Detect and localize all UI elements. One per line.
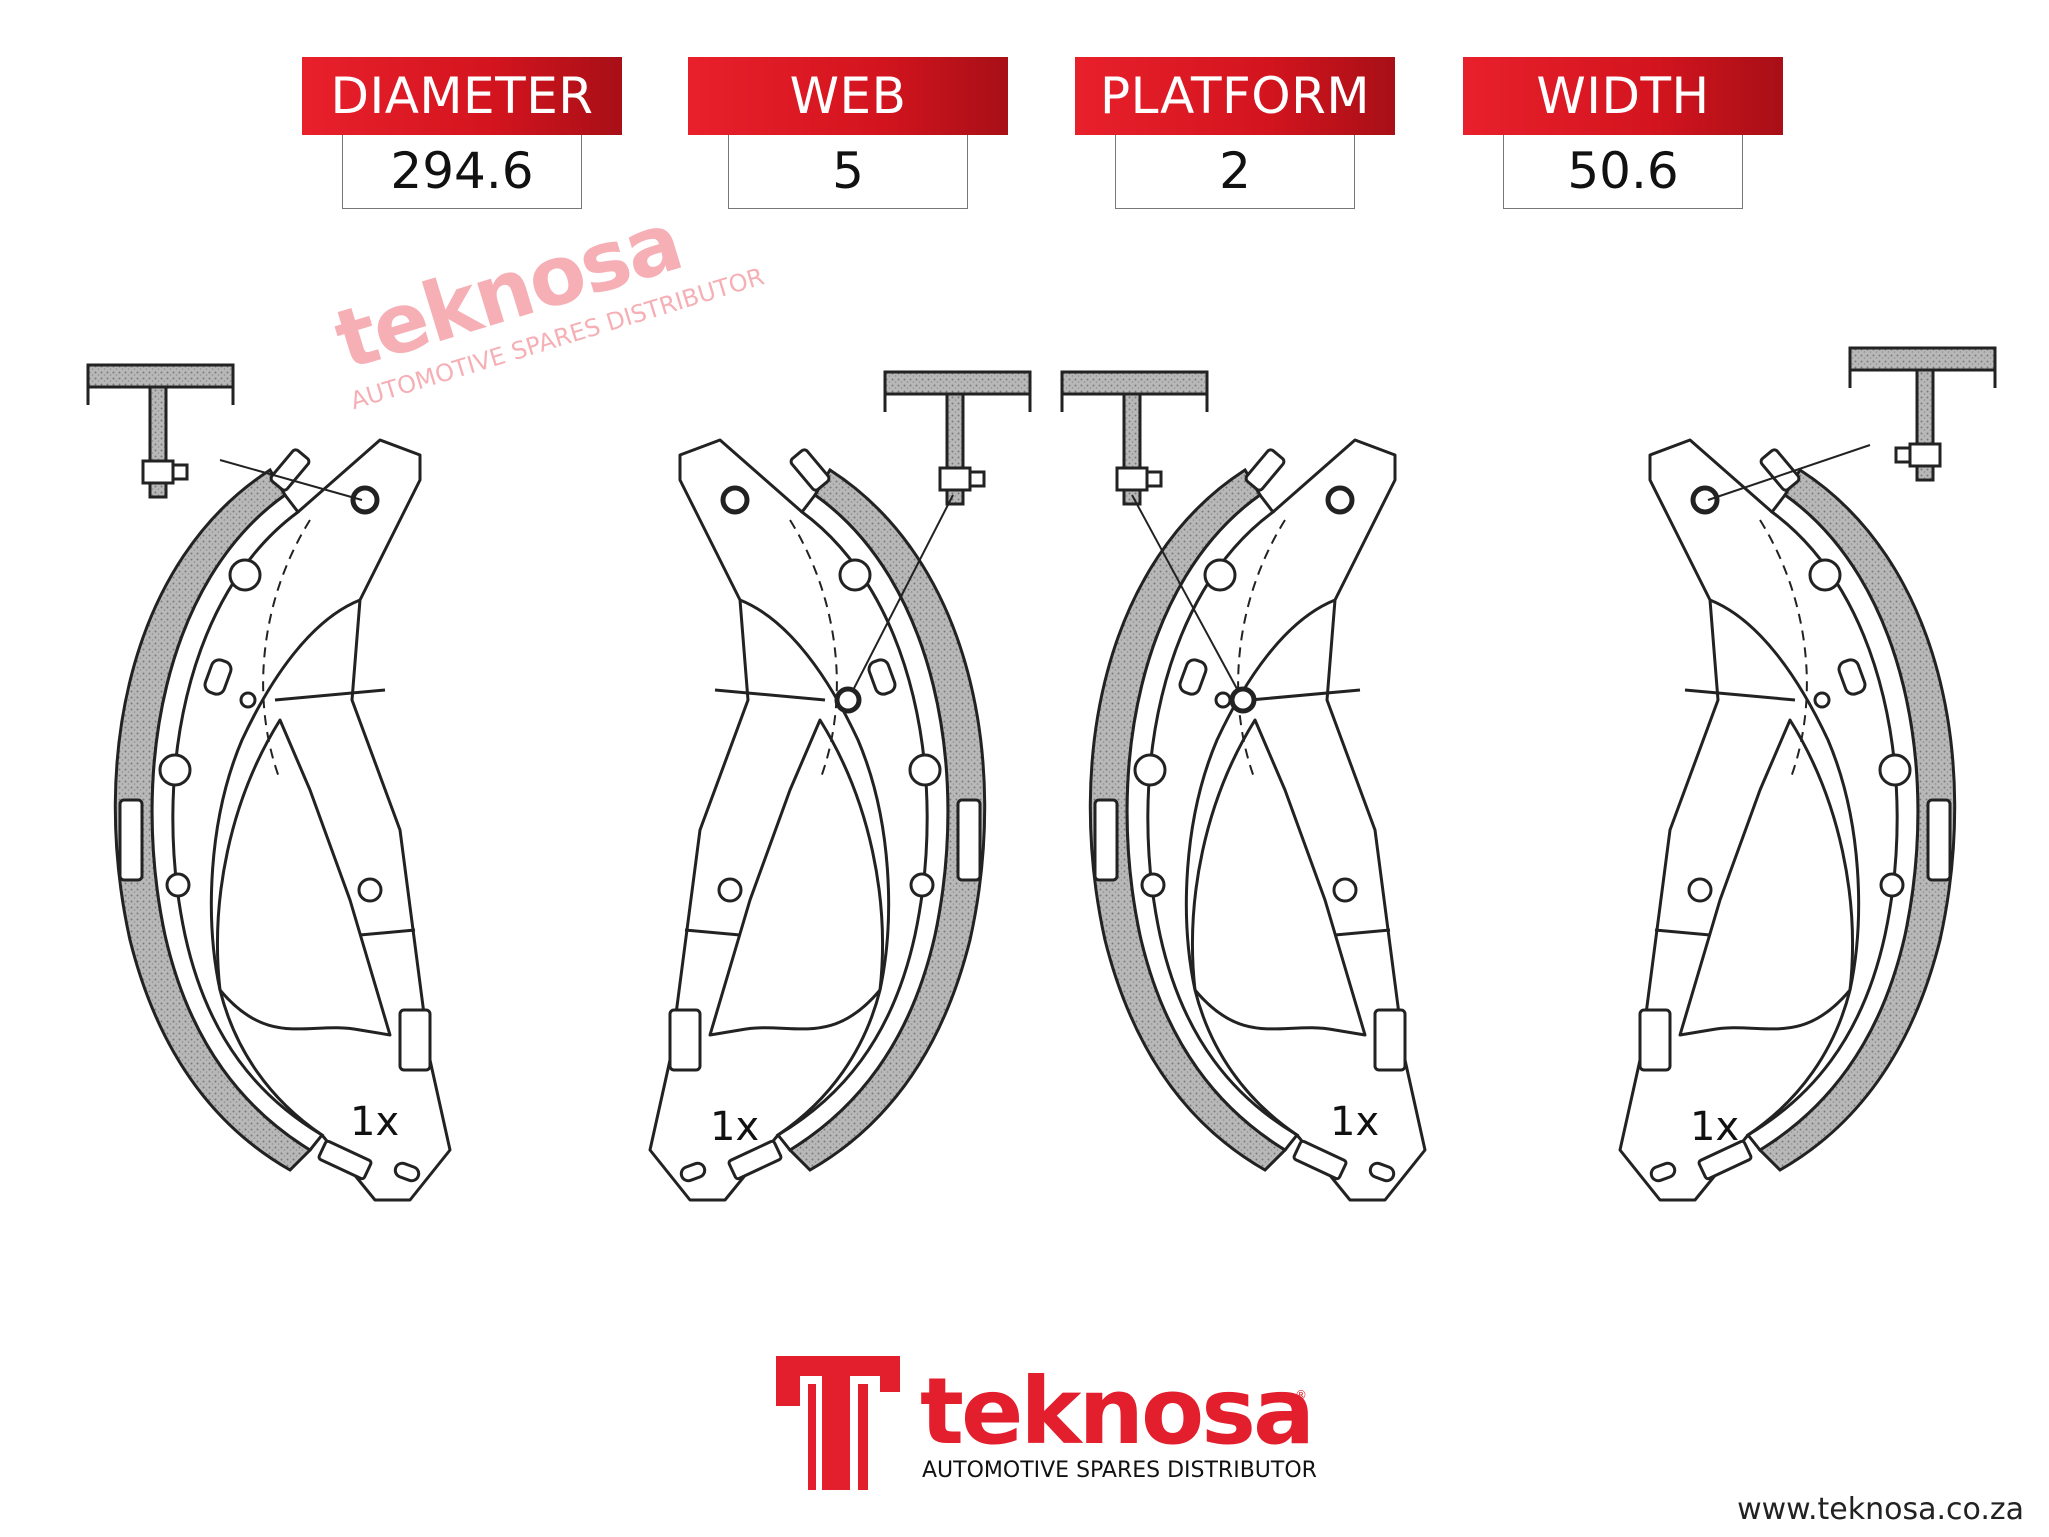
spec-web: WEB 5 xyxy=(688,57,1008,209)
hold-down-pin-2 xyxy=(883,370,1032,506)
hold-down-pin-1 xyxy=(86,363,235,499)
brake-shoe-4 xyxy=(1620,440,1955,1200)
spec-width: WIDTH 50.6 xyxy=(1463,57,1783,209)
brand-name: teknosa xyxy=(920,1358,1315,1465)
spec-label: PLATFORM xyxy=(1075,57,1395,135)
brake-shoe-1 xyxy=(115,440,450,1200)
spec-label: WIDTH xyxy=(1463,57,1783,135)
brake-shoe-3 xyxy=(1090,440,1425,1200)
hold-down-pin-3 xyxy=(1060,370,1209,506)
brand-logo: teknosa ® AUTOMOTIVE SPARES DISTRIBUTOR xyxy=(770,1340,1317,1490)
shoe-quantity-4: 1x xyxy=(1690,1104,1739,1150)
registered-mark: ® xyxy=(1295,1388,1307,1402)
spec-label: WEB xyxy=(688,57,1008,135)
shoe-quantity-1: 1x xyxy=(350,1099,399,1145)
brake-shoe-2 xyxy=(650,440,985,1200)
spec-value: 2 xyxy=(1115,135,1355,209)
brand-logo-icon xyxy=(776,1356,900,1490)
brand-tagline: AUTOMOTIVE SPARES DISTRIBUTOR xyxy=(922,1458,1317,1483)
website-url[interactable]: www.teknosa.co.za xyxy=(1737,1492,2024,1527)
shoe-quantity-3: 1x xyxy=(1330,1099,1379,1145)
spec-value: 294.6 xyxy=(342,135,582,209)
spec-label: DIAMETER xyxy=(302,57,622,135)
spec-platform: PLATFORM 2 xyxy=(1075,57,1395,209)
shoe-quantity-2: 1x xyxy=(710,1104,759,1150)
spec-value: 5 xyxy=(728,135,968,209)
hold-down-pin-4 xyxy=(1848,346,1997,482)
spec-value: 50.6 xyxy=(1503,135,1743,209)
spec-diameter: DIAMETER 294.6 xyxy=(302,57,622,209)
